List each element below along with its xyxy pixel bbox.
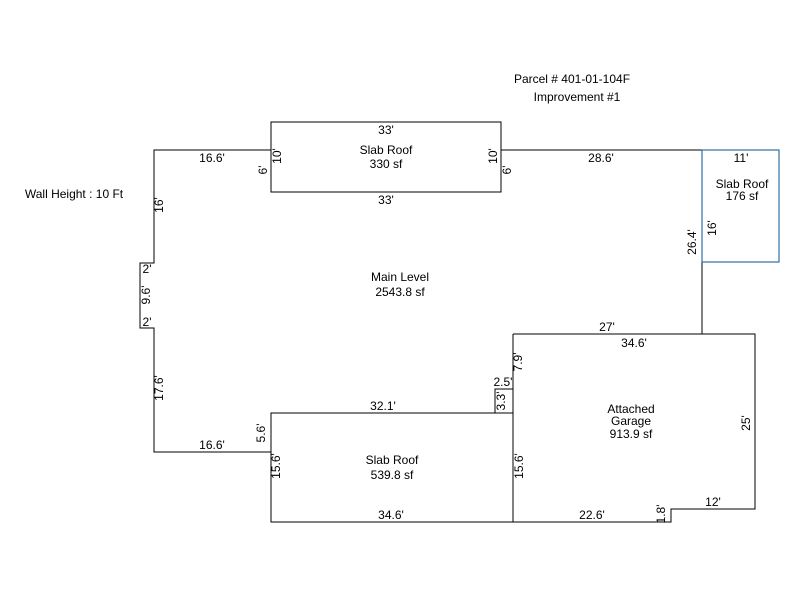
slab-bottom-name: Slab Roof [366,453,419,467]
dim-33-top: 33' [378,123,394,137]
dim-2-5: 2.5' [494,375,513,389]
dim-22-6: 22.6' [579,508,605,522]
dim-2-upper: 2' [143,262,152,276]
dim-7-9: 7.9' [511,353,525,372]
dim-17-6: 17.6' [152,375,166,401]
dim-32-1: 32.1' [370,399,396,413]
dim-33-bottom: 33' [378,193,394,207]
dim-12: 12' [705,495,721,509]
dim-28-6: 28.6' [588,151,614,165]
dim-16-6-bottom: 16.6' [199,438,225,452]
dim-11: 11' [734,151,749,165]
dim-5-6: 5.6' [254,424,268,443]
dim-1-8: 1.8' [654,505,668,524]
dim-16-6-top: 16.6' [199,151,225,165]
main-level-name: Main Level [371,270,429,284]
main-level-outline [139,149,271,453]
dim-34-6-garage: 34.6' [621,336,647,350]
dim-34-6-bottom: 34.6' [378,508,404,522]
slab-bottom-area: 539.8 sf [371,468,414,482]
dim-15-6-left: 15.6' [269,453,283,479]
dim-6-left: 6' [256,166,270,175]
slab-roof-top [270,121,502,193]
garage-name-line2: Garage [611,414,651,428]
main-level-area: 2543.8 sf [375,285,425,299]
slab-right-area: 176 sf [726,189,759,203]
dim-6-right: 6' [500,166,514,175]
garage-area: 913.9 sf [610,427,653,441]
main-level-right-wall [501,149,703,334]
garage-name-line1: Attached [607,402,654,416]
dim-3-3: 3.3' [494,392,508,411]
slab-roof-bottom [270,412,514,523]
dim-9-6: 9.6' [139,286,153,305]
dim-15-6-right: 15.6' [512,453,526,479]
dim-27: 27' [599,320,615,334]
parcel-number: Parcel # 401-01-104F [514,72,630,86]
dim-16-slab: 16' [705,220,719,236]
dim-2-lower: 2' [143,315,152,329]
improvement-label: Improvement #1 [534,90,621,104]
dim-16-left: 16' [152,197,166,213]
dim-10-left: 10' [270,148,284,164]
wall-height-label: Wall Height : 10 Ft [25,187,124,201]
slab-roof-right [701,149,780,263]
slab-right-name: Slab Roof [716,177,769,191]
slab-top-area: 330 sf [370,157,403,171]
dim-25: 25' [739,415,753,431]
slab-top-name: Slab Roof [360,143,413,157]
dim-26-4: 26.4' [685,229,699,255]
dim-10-right: 10' [486,148,500,164]
